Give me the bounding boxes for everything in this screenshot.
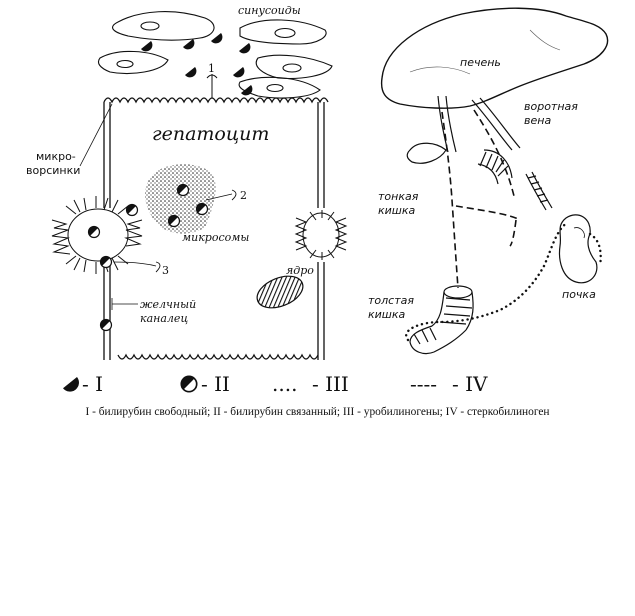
- hepatocyte-label: гепатоцит: [152, 123, 269, 145]
- legend-item-iv: ---- - IV: [410, 372, 488, 396]
- marker-2: 2: [205, 189, 247, 202]
- legend-item-i: - I: [63, 372, 103, 396]
- svg-text:2: 2: [240, 189, 247, 202]
- svg-text:3: 3: [162, 264, 169, 277]
- urobilinogen-path: [405, 220, 602, 342]
- svg-text:----: ----: [410, 372, 437, 396]
- bile-canaliculus-label-line2: каналец: [140, 312, 188, 325]
- microvilli-label-line2: ворсинки: [26, 164, 80, 177]
- large-intestine-label-line2: кишка: [368, 308, 406, 321]
- small-intestine-label-line1: тонкая: [378, 190, 419, 203]
- svg-text:- III: - III: [312, 372, 349, 396]
- bile-canaliculus-label-line1: желчный: [140, 298, 196, 311]
- legend: - I - II .... - III ---- - IV: [63, 372, 488, 396]
- hepatocyte-cell: [103, 97, 329, 360]
- legend-item-iii: .... - III: [272, 372, 349, 396]
- microsomes-label: микросомы: [182, 231, 249, 244]
- portal-vein-label-line1: воротная: [524, 100, 578, 113]
- microvilli-label-line1: микро-: [36, 150, 76, 163]
- svg-text:- IV: - IV: [452, 372, 488, 396]
- right-bile-canaliculus: [294, 210, 348, 260]
- sinusoid-cell: [97, 50, 169, 75]
- figure-caption: I - билирубин свободный; II - билирубин …: [85, 406, 550, 418]
- portal-vein-label-line2: вена: [524, 114, 551, 127]
- large-intestine-label-line1: толстая: [368, 294, 414, 307]
- liver: [380, 7, 609, 109]
- svg-text:....: ....: [272, 372, 297, 396]
- liver-label: печень: [460, 56, 501, 69]
- sinusoids-area: [97, 11, 333, 99]
- free-bilirubin-particles: [141, 33, 253, 96]
- stercobilinogen-path: [441, 109, 521, 289]
- svg-text:- I: - I: [82, 372, 103, 396]
- svg-text:1: 1: [208, 62, 215, 75]
- sinusoids-label: синусоиды: [238, 4, 301, 17]
- sinusoid-cell: [112, 11, 215, 41]
- nucleus: [256, 275, 304, 309]
- microvilli-pointer: [79, 103, 113, 167]
- marker-1: 1: [206, 62, 218, 98]
- sinusoid-cell: [239, 19, 327, 45]
- marker-3: 3: [113, 261, 169, 277]
- small-intestine-label-line2: кишка: [378, 204, 416, 217]
- microsomes: [145, 164, 216, 234]
- svg-text:- II: - II: [201, 372, 230, 396]
- large-intestine: [409, 285, 474, 355]
- kidney-label: почка: [562, 288, 596, 301]
- kidney: [558, 214, 598, 284]
- nucleus-label: ядро: [286, 264, 314, 277]
- left-bile-canaliculus: [51, 196, 143, 274]
- legend-item-ii: - II: [180, 372, 230, 396]
- sinusoid-cell: [255, 54, 333, 80]
